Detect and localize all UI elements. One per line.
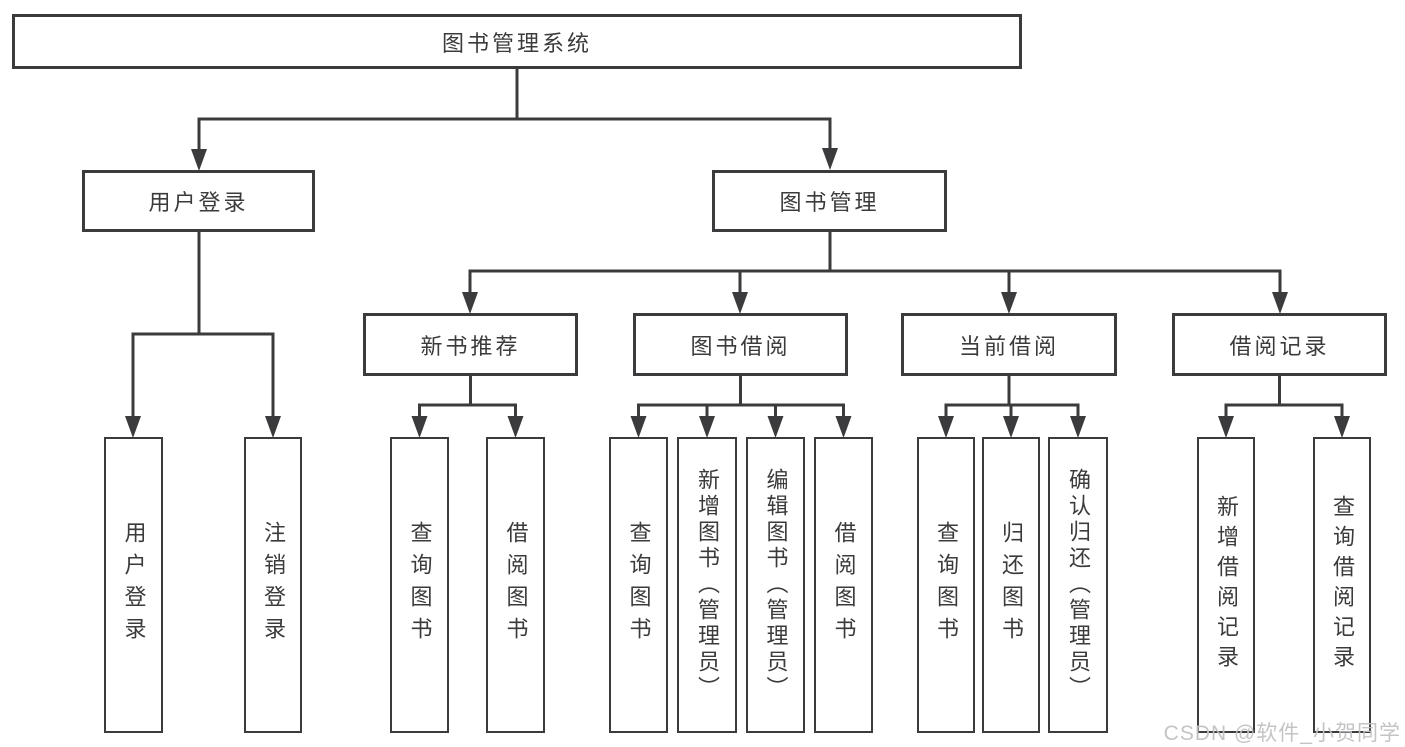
node-label: 新书推荐 xyxy=(420,333,521,359)
leaf-label: 用户登录 xyxy=(121,521,147,649)
leaf-confirm-return-admin: 确认归还（管理员） xyxy=(1048,437,1108,733)
leaf-label: 查询图书 xyxy=(934,521,959,649)
node-label: 图书管理 xyxy=(779,190,880,215)
leaf-logout: 注销登录 xyxy=(244,437,302,733)
node-book-management: 图书管理 xyxy=(712,170,947,232)
leaf-add-borrow-record: 新增借阅记录 xyxy=(1197,437,1255,733)
node-user-login: 用户登录 xyxy=(82,170,315,232)
leaf-label: 新增图书（管理员） xyxy=(695,468,720,702)
node-library-management-system: 图书管理系统 xyxy=(12,14,1022,69)
leaf-query-books-recommend: 查询图书 xyxy=(390,437,449,733)
node-book-borrowing: 图书借阅 xyxy=(633,313,848,376)
node-label: 用户登录 xyxy=(148,190,249,215)
leaf-return-books: 归还图书 xyxy=(982,437,1040,733)
node-label: 借阅记录 xyxy=(1229,333,1330,359)
leaf-label: 新增借阅记录 xyxy=(1214,495,1239,675)
leaf-label: 借阅图书 xyxy=(503,521,529,649)
arrowhead-icons xyxy=(125,148,1350,438)
node-label: 图书管理系统 xyxy=(441,30,592,56)
node-current-borrowing: 当前借阅 xyxy=(901,313,1117,376)
node-new-book-recommendation: 新书推荐 xyxy=(363,313,578,376)
node-label: 当前借阅 xyxy=(958,333,1059,359)
leaf-edit-books-admin: 编辑图书（管理员） xyxy=(746,437,805,733)
leaf-label: 确认归还（管理员） xyxy=(1066,468,1091,702)
leaf-label: 编辑图书（管理员） xyxy=(763,468,789,702)
leaf-label: 借阅图书 xyxy=(831,521,857,649)
leaf-label: 归还图书 xyxy=(999,521,1024,649)
node-borrowing-records: 借阅记录 xyxy=(1172,313,1387,376)
csdn-watermark: CSDN @软件_小贺同学 xyxy=(1163,722,1401,745)
leaf-label: 查询图书 xyxy=(626,521,652,649)
leaf-label: 查询借阅记录 xyxy=(1330,495,1355,675)
leaf-label: 查询图书 xyxy=(407,521,433,649)
leaf-add-books-admin: 新增图书（管理员） xyxy=(677,437,737,733)
leaf-query-books-borrow: 查询图书 xyxy=(609,437,668,733)
leaf-label: 注销登录 xyxy=(261,521,286,649)
node-label: 图书借阅 xyxy=(690,333,791,359)
leaf-borrow-books-recommend: 借阅图书 xyxy=(486,437,545,733)
leaf-borrow-books: 借阅图书 xyxy=(814,437,873,733)
leaf-user-login: 用户登录 xyxy=(104,437,163,733)
leaf-query-books-current: 查询图书 xyxy=(917,437,975,733)
leaf-query-borrow-record: 查询借阅记录 xyxy=(1313,437,1371,733)
